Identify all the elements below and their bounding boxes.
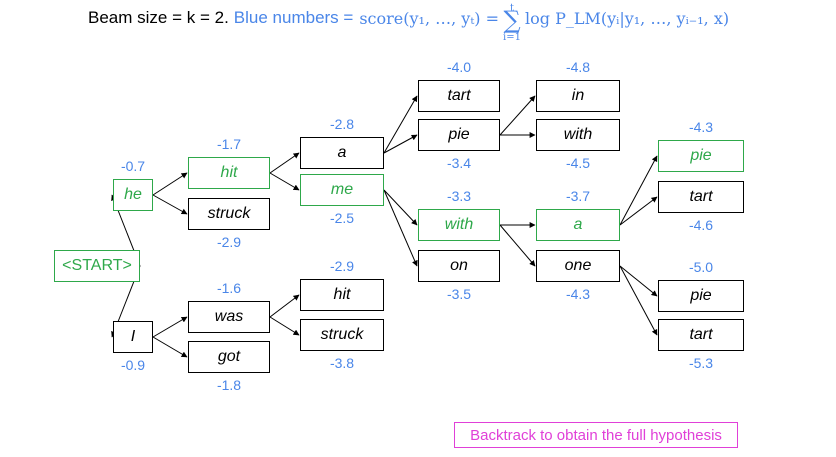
edge-me-with1 bbox=[383, 189, 418, 226]
edge-me-on bbox=[383, 189, 418, 267]
score-struck1: -2.9 bbox=[216, 234, 242, 250]
summation: t ∑ i=1 bbox=[503, 3, 521, 43]
node-one: one bbox=[536, 250, 620, 282]
edge-one-pie3 bbox=[619, 265, 658, 297]
score-a1: -2.8 bbox=[329, 116, 355, 132]
edge-was-struck2 bbox=[269, 316, 300, 336]
edge-I-was bbox=[152, 316, 188, 338]
node-pie1: pie bbox=[418, 119, 500, 151]
edge-a2-pie2 bbox=[619, 155, 658, 226]
score-one: -4.3 bbox=[565, 286, 591, 302]
formula-lhs: score(y₁, …, yₜ) = bbox=[359, 9, 500, 28]
score-on: -3.5 bbox=[446, 286, 472, 302]
edge-he-struck1 bbox=[152, 194, 188, 215]
node-got: got bbox=[188, 341, 270, 373]
score-in: -4.8 bbox=[565, 59, 591, 75]
score-was: -1.6 bbox=[216, 280, 242, 296]
node-was: was bbox=[188, 301, 270, 333]
node-in: in bbox=[536, 80, 620, 112]
sum-upper-limit: t bbox=[509, 3, 515, 14]
score-with2: -4.5 bbox=[565, 155, 591, 171]
backtrack-note: Backtrack to obtain the full hypothesis bbox=[454, 422, 738, 448]
edge-I-got bbox=[152, 336, 188, 358]
node-start: <START> bbox=[54, 250, 140, 282]
node-struck1: struck bbox=[188, 198, 270, 230]
score-a2: -3.7 bbox=[565, 188, 591, 204]
score-hit2: -2.9 bbox=[329, 258, 355, 274]
edge-pie1-in bbox=[499, 95, 536, 136]
node-tart1: tart bbox=[418, 80, 500, 112]
node-tart2: tart bbox=[658, 181, 744, 213]
edge-a2-tart2 bbox=[619, 196, 658, 226]
score-tart1: -4.0 bbox=[446, 59, 472, 75]
node-he: he bbox=[113, 179, 153, 211]
node-hit2: hit bbox=[300, 279, 384, 311]
node-with1: with bbox=[418, 209, 500, 241]
node-on: on bbox=[418, 250, 500, 282]
score-I: -0.9 bbox=[120, 357, 146, 373]
node-me: me bbox=[300, 174, 384, 206]
score-pie1: -3.4 bbox=[446, 155, 472, 171]
score-me: -2.5 bbox=[329, 210, 355, 226]
edge-hit1-me bbox=[269, 172, 300, 191]
sum-symbol: ∑ bbox=[503, 6, 521, 34]
node-a1: a bbox=[300, 137, 384, 169]
blue-numbers-text: Blue numbers = bbox=[233, 8, 354, 27]
header-caption: Beam size = k = 2. Blue numbers = score(… bbox=[88, 3, 730, 46]
edge-was-hit2 bbox=[269, 294, 300, 318]
edge-a1-tart1 bbox=[383, 95, 418, 154]
edge-he-hit1 bbox=[152, 172, 188, 196]
node-hit1: hit bbox=[188, 157, 270, 189]
score-with1: -3.3 bbox=[446, 188, 472, 204]
score-got: -1.8 bbox=[216, 377, 242, 393]
node-struck2: struck bbox=[300, 319, 384, 351]
score-tart3: -5.3 bbox=[688, 355, 714, 371]
node-tart3: tart bbox=[658, 319, 744, 351]
node-a2: a bbox=[536, 209, 620, 241]
node-pie2: pie bbox=[658, 140, 744, 172]
edge-one-tart3 bbox=[619, 265, 658, 336]
sum-lower-limit: i=1 bbox=[503, 32, 521, 43]
beam-size-text: Beam size = k = 2. bbox=[88, 8, 229, 27]
node-with2: with bbox=[536, 119, 620, 151]
edge-with1-one bbox=[499, 224, 536, 267]
score-formula: score(y₁, …, yₜ) = t ∑ i=1 log P_LM(yᵢ|y… bbox=[359, 3, 730, 43]
edge-hit1-a1 bbox=[269, 152, 300, 174]
score-pie3: -5.0 bbox=[688, 259, 714, 275]
formula-rhs: log P_LM(yᵢ|y₁, …, yᵢ₋₁, x) bbox=[524, 9, 730, 28]
score-pie2: -4.3 bbox=[688, 119, 714, 135]
node-I: I bbox=[113, 321, 153, 353]
edge-a1-pie1 bbox=[383, 134, 418, 154]
score-he: -0.7 bbox=[120, 158, 146, 174]
score-struck2: -3.8 bbox=[329, 355, 355, 371]
score-tart2: -4.6 bbox=[688, 217, 714, 233]
score-hit1: -1.7 bbox=[216, 136, 242, 152]
node-pie3: pie bbox=[658, 280, 744, 312]
